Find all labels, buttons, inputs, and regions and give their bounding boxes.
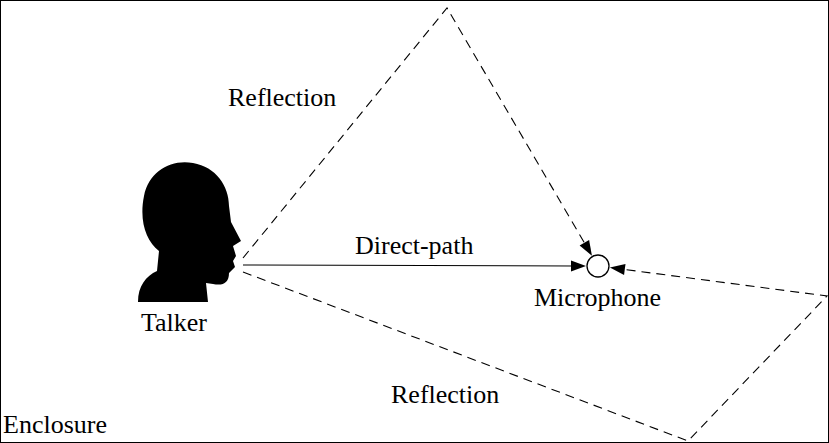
microphone: Microphone xyxy=(528,253,668,323)
sound-path xyxy=(243,8,592,258)
arrow-head xyxy=(580,240,592,256)
reflection-line xyxy=(243,8,586,258)
talker-label: Talker xyxy=(141,308,207,338)
arrow-head xyxy=(610,264,626,275)
enclosure-label: Enclosure xyxy=(3,410,107,440)
sound-path xyxy=(243,260,586,271)
talker-figure: Talker xyxy=(131,156,243,336)
reflection-line xyxy=(243,269,827,441)
path-label: Reflection xyxy=(226,83,338,113)
path-label: Reflection xyxy=(389,380,501,410)
microphone-label: Microphone xyxy=(534,283,661,313)
talker-silhouette xyxy=(131,156,243,304)
direct-line xyxy=(243,264,574,266)
microphone-circle xyxy=(587,255,609,277)
sound-path xyxy=(243,264,827,441)
arrow-head xyxy=(571,260,586,271)
microphone-symbol xyxy=(585,253,611,279)
path-label: Direct-path xyxy=(353,231,475,261)
head-profile xyxy=(138,162,241,302)
